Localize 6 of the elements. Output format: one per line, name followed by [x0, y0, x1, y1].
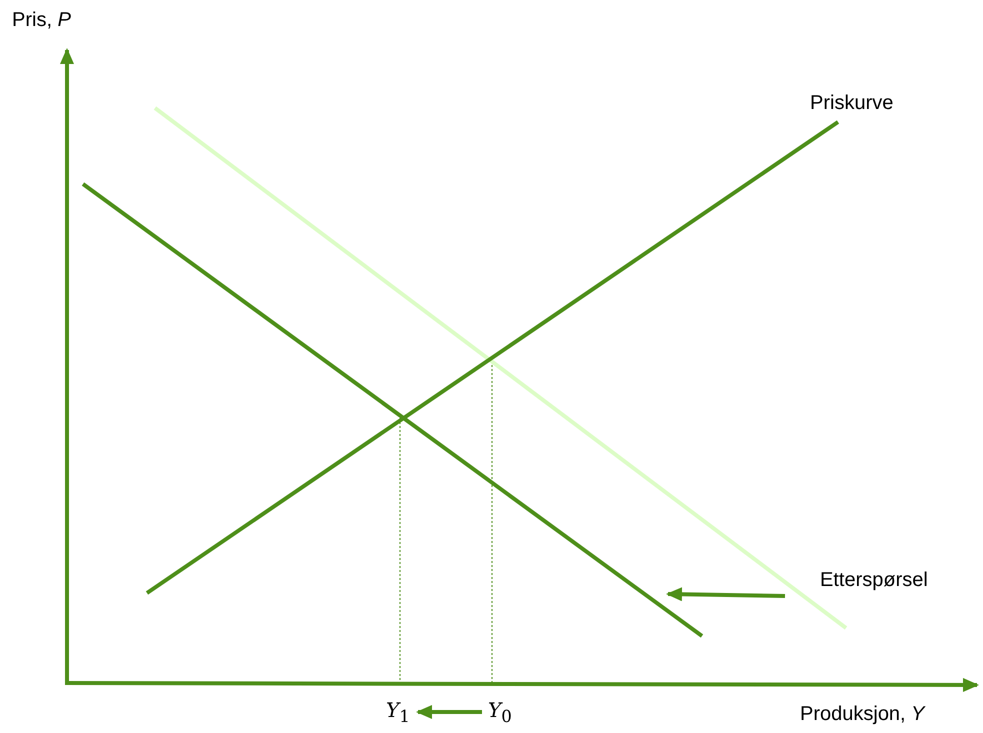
- axis-label: Produksjon, Y: [800, 704, 925, 724]
- tick-label: Y$_{0}$: [488, 700, 512, 726]
- curve-label: Priskurve: [810, 93, 894, 113]
- axis-label: Pris, P: [12, 10, 71, 30]
- tick-label: Y$_{1}$: [386, 700, 410, 726]
- curve-label: Etterspørsel: [820, 570, 928, 590]
